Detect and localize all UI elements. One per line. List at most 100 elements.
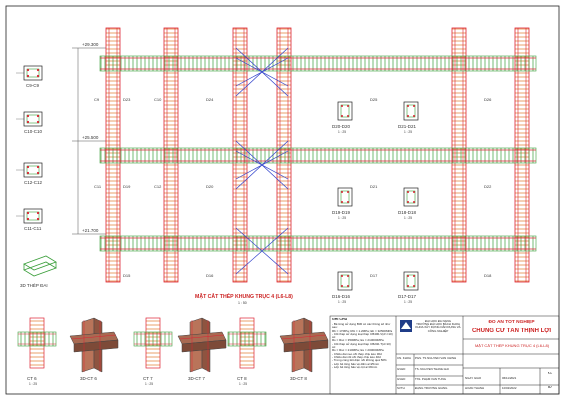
beam-tag: D18: [484, 273, 492, 278]
svg-text:D17-D17: D17-D17: [398, 294, 417, 299]
detail-label: 3D-CT 6: [80, 376, 97, 381]
beam-tag: D23: [123, 97, 131, 102]
beam-tag: D16: [206, 273, 214, 278]
beam-level-bot: [99, 235, 537, 252]
sheet-name: MẶT CẮT THÉP KHUNG TRỤC 4 (L6-L8): [474, 344, 550, 348]
note-line: - Chiều dài neo cốt thép chịu kéo 30d: [332, 351, 382, 356]
school-line: TRƯỜNG ĐẠI HỌC BÁCH KHOA: [416, 322, 460, 327]
section-d21: D21-D21 1 : 25: [398, 101, 419, 134]
school-info: ĐẠI HỌC ĐÀ NẴNG TRƯỜNG ĐẠI HỌC BÁCH KHOA…: [413, 320, 463, 333]
svg-text:1 : 25: 1 : 25: [338, 130, 346, 134]
svg-text:1 : 25: 1 : 25: [404, 216, 412, 220]
svg-text:D18-D18: D18-D18: [398, 210, 417, 215]
role-gvhd-2: GVHD: [397, 378, 406, 381]
name-gvhd-2: ThS. PHẠM VĂN TÙNG: [415, 378, 446, 381]
role-svth: SVTH: [397, 387, 405, 390]
date-done-label: HOÀN THÀNH: [465, 387, 485, 390]
svg-text:D16-D16: D16-D16: [332, 294, 351, 299]
note-line: Rs = Rsc = 350MPa; Es = 210000MPa: [332, 338, 384, 343]
note-line: - Lớp bê tông bảo vệ cột a=30mm: [332, 364, 378, 369]
level-label-top: +29.300: [82, 42, 99, 47]
role-cn-khoa: CN. KHOA: [397, 357, 411, 360]
svg-text:C11-C11: C11-C11: [24, 226, 42, 231]
detail-scale: 1 : 25: [145, 382, 153, 386]
stirrup-3d-detail: 3D THÉP ĐAI: [20, 255, 57, 288]
sheet-number: 07: [548, 386, 552, 389]
svg-text:1 : 25: 1 : 25: [404, 300, 412, 304]
note-line: - Bê tông sử dụng B30 có các thông số nh…: [332, 321, 391, 330]
notes-panel: GHI CHÚ - Bê tông sử dụng B30 có các thô…: [332, 318, 395, 393]
section-d20: D20-D20 1 : 25: [332, 101, 353, 134]
section-d16: D16-D16 1 : 25: [332, 271, 353, 304]
section-c10: C10-C10: [16, 111, 43, 134]
svg-text:1 : 25: 1 : 25: [404, 130, 412, 134]
detail-label: 3D-CT 7: [188, 376, 205, 381]
name-gvhd-1: TS. NGUYỄN THANH HẢI: [415, 368, 449, 371]
detail-3d-ct6: [69, 317, 119, 373]
svg-text:D19-D19: D19-D19: [332, 210, 351, 215]
note-line: - Chiều dài nối cốt thép chịu kéo 40d: [332, 354, 381, 359]
date-assigned-value: 06/11/2021: [502, 377, 517, 380]
note-line: Rb = 17MPa; Rbt = 1.2MPa; Eb = 32500MPa: [332, 328, 393, 333]
detail-ct7: [133, 317, 173, 369]
school-line: KHOA XÂY DỰNG DÂN DỤNG VÀ CÔNG NGHIỆP: [415, 325, 461, 333]
section-c9: C9-C9: [16, 65, 43, 88]
beam-level-top: [99, 55, 537, 72]
beam-tag: D26: [484, 97, 492, 102]
main-drawing-title: MẶT CẮT THÉP KHUNG TRỤC 4 (L6-L8): [195, 292, 293, 300]
title-block-frame: [329, 315, 560, 395]
section-d19: D19-D19 1 : 25: [332, 187, 353, 220]
beam-tag: D17: [370, 273, 378, 278]
date-done-value: 10/02/2022: [502, 387, 517, 390]
note-line: - Lớp bê tông bảo vệ dầm a=25mm: [332, 361, 380, 366]
beam-tag: D15: [123, 273, 131, 278]
svg-text:D21-D21: D21-D21: [398, 124, 417, 129]
note-line: - Cốt thép sử dụng loại thép CB240-T(d<1…: [332, 341, 391, 350]
date-assigned-label: NGÀY GIAO: [465, 377, 482, 380]
beam-tag: D22: [484, 184, 492, 189]
detail-ct6: [17, 317, 57, 369]
beam-tag: D25: [370, 97, 378, 102]
beam-tag: D21: [370, 184, 378, 189]
level-label-bot: +21.700: [82, 228, 99, 233]
section-d18: D18-D18 1 : 25: [398, 187, 419, 220]
core-bracing: [235, 47, 289, 275]
note-line: - Cốt thép sử dụng loại thép CB400-V(d>=…: [332, 331, 393, 340]
school-line: ĐẠI HỌC ĐÀ NẴNG: [424, 320, 452, 323]
svg-text:C12-C12: C12-C12: [24, 180, 43, 185]
section-c11: C11-C11: [16, 208, 43, 231]
section-c12: C12-C12: [16, 162, 43, 185]
detail-3d-ct7: [177, 317, 227, 373]
name-svth: ĐẶNG TRƯỜNG GIANG: [415, 387, 448, 390]
sheet-border: [5, 5, 560, 395]
note-line: - Trong cùng tiết diện nối không quá 50%: [332, 358, 387, 363]
sheet-number-label: KC: [547, 372, 553, 375]
name-cn-khoa: PGS. TS NGUYỄN VĂN CHÍNH: [415, 357, 457, 360]
section-d17: D17-D17 1 : 25: [398, 271, 419, 304]
detail-label: CT 7: [143, 376, 153, 381]
column-tag: C12: [154, 184, 162, 189]
detail-scale: 1 : 25: [29, 382, 37, 386]
beam-tag: D20: [206, 184, 214, 189]
svg-text:1 : 25: 1 : 25: [338, 300, 346, 304]
svg-text:D20-D20: D20-D20: [332, 124, 351, 129]
project-name: CHUNG CƯ TÂN THỊNH LỢI: [471, 328, 552, 334]
column-tag: C11: [94, 184, 102, 189]
detail-label: CT 8: [237, 376, 247, 381]
university-logo: [400, 320, 412, 332]
detail-label: CT 6: [27, 376, 37, 381]
project-label: ĐỒ ÁN TỐT NGHIỆP: [488, 320, 535, 325]
column-tag: C9: [94, 97, 100, 102]
detail-ct8: [227, 317, 267, 369]
role-gvhd-1: GVHD: [397, 368, 406, 371]
column-tag: C10: [154, 97, 162, 102]
level-label-mid: +25.500: [82, 135, 99, 140]
note-line: Rs = Rsc = 210MPa; Es = 200000MPa: [332, 348, 384, 353]
svg-text:1 : 25: 1 : 25: [338, 216, 346, 220]
svg-text:3D THÉP ĐAI: 3D THÉP ĐAI: [20, 282, 48, 288]
detail-scale: 1 : 25: [239, 382, 247, 386]
detail-3d-ct8: [279, 317, 329, 373]
beam-tag: D19: [123, 184, 131, 189]
